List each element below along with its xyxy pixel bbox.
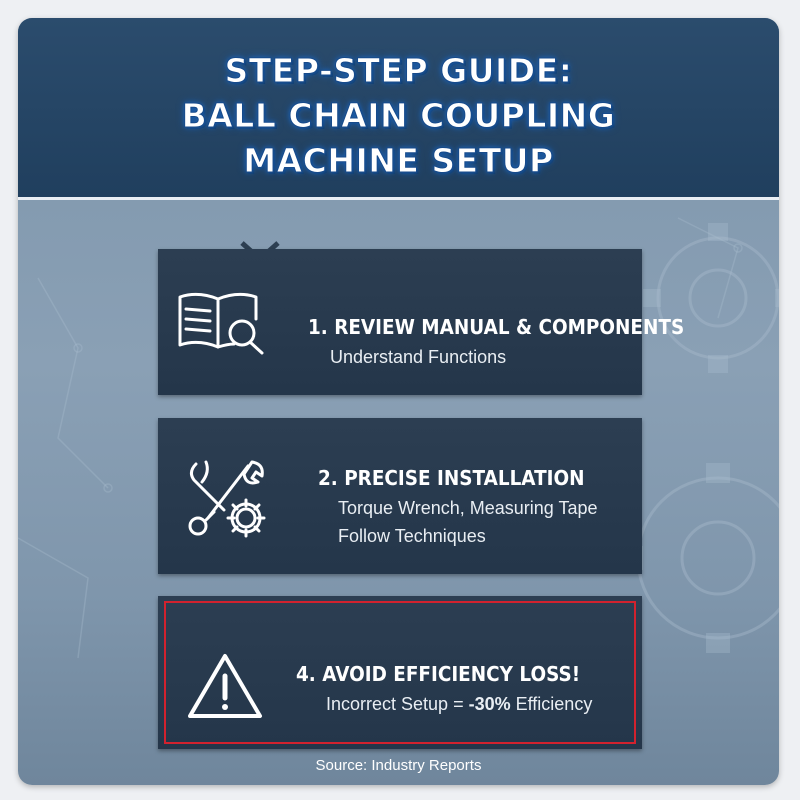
header-banner: STEP-STEP GUIDE: BALL CHAIN COUPLING MAC… bbox=[18, 18, 779, 200]
step-card-1: 1. REVIEW MANUAL & COMPONENTS Understand… bbox=[158, 249, 684, 395]
step-2-line-1: Torque Wrench, Measuring Tape bbox=[338, 498, 598, 518]
step-2-line-2: Follow Techniques bbox=[338, 526, 486, 546]
efficiency-prefix: Incorrect Setup = bbox=[326, 694, 469, 714]
book-magnifier-icon bbox=[178, 292, 264, 355]
page-title: STEP-STEP GUIDE: BALL CHAIN COUPLING MAC… bbox=[18, 48, 779, 183]
step-1-line-1: Understand Functions bbox=[330, 347, 507, 367]
title-line-2: BALL CHAIN COUPLING bbox=[181, 96, 616, 136]
step-card-2: 2. PRECISE INSTALLATION Torque Wrench, M… bbox=[158, 418, 642, 574]
step-warning-line: Incorrect Setup = -30% Efficiency bbox=[326, 694, 592, 715]
title-line-3: MACHINE SETUP bbox=[243, 141, 554, 181]
title-line-1: STEP-STEP GUIDE: bbox=[224, 51, 573, 91]
tools-gear-icon bbox=[188, 460, 266, 538]
step-1-title: 1. REVIEW MANUAL & COMPONENTS bbox=[308, 315, 685, 339]
source-caption: Source: Industry Reports bbox=[315, 757, 482, 774]
efficiency-loss-value: -30% bbox=[468, 694, 511, 714]
infographic-card: STEP-STEP GUIDE: BALL CHAIN COUPLING MAC… bbox=[18, 18, 779, 785]
step-2-title: 2. PRECISE INSTALLATION bbox=[318, 466, 585, 490]
efficiency-suffix: Efficiency bbox=[510, 694, 593, 714]
warning-border bbox=[164, 601, 636, 744]
step-card-warning: 4. AVOID EFFICIENCY LOSS! Incorrect Setu… bbox=[158, 596, 642, 749]
step-warning-title: 4. AVOID EFFICIENCY LOSS! bbox=[296, 662, 581, 686]
warning-triangle-icon bbox=[188, 654, 262, 718]
